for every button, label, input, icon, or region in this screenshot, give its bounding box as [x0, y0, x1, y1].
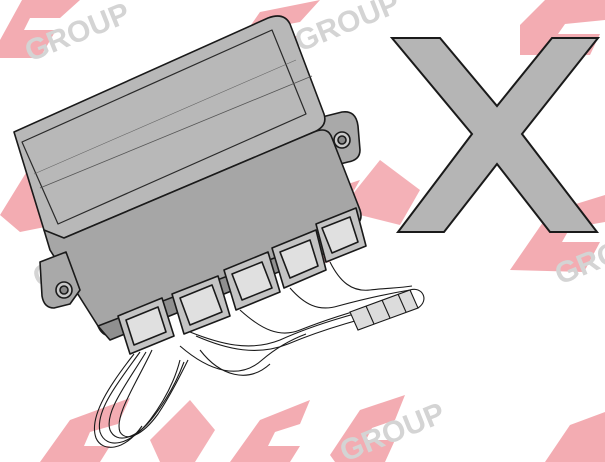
cross-mark	[389, 37, 601, 233]
control-module	[13, 15, 367, 355]
wiring-harness	[94, 261, 425, 448]
connector-row	[117, 207, 367, 355]
